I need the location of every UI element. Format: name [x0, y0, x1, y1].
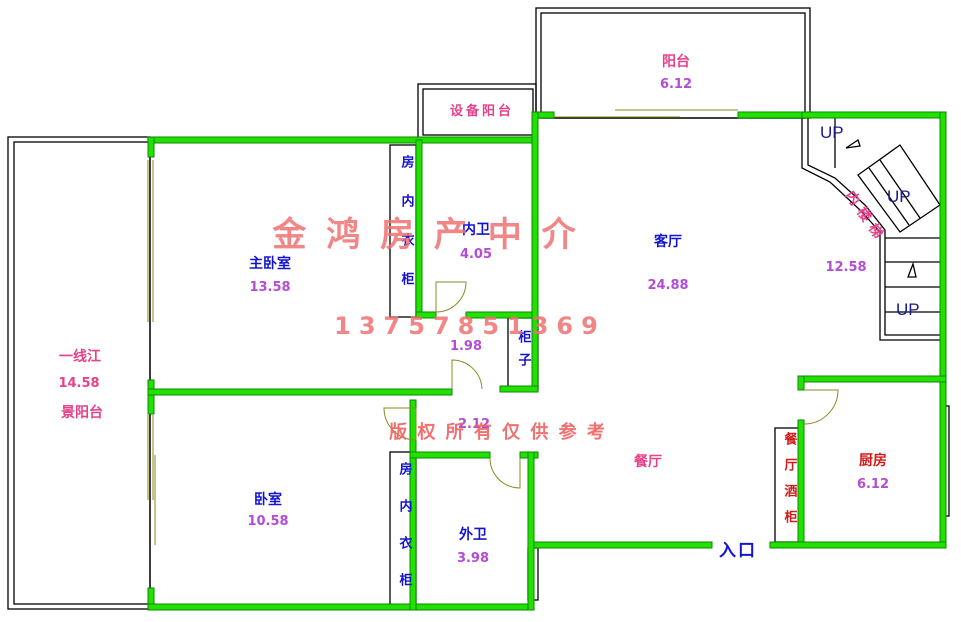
watermark-company: 金 鸿 房 产 中 介 — [271, 215, 579, 255]
hall-small-area: 2.12 — [458, 417, 490, 432]
thin-walls — [7, 7, 950, 610]
wall-kitchen-left — [797, 419, 805, 549]
outer-bath-area: 3.98 — [457, 551, 489, 566]
wall-right — [939, 111, 947, 549]
stair-up-label-3: UP — [896, 300, 920, 319]
inner-bath-door — [435, 281, 467, 313]
wall-kitchen-top — [797, 375, 947, 383]
river-balcony-inner-outline — [13, 141, 151, 605]
river-balcony-line2: 景阳台 — [61, 404, 103, 421]
wall-left-top — [147, 136, 155, 158]
equipment-balcony-name: 设备阳台 — [450, 103, 514, 119]
master-bedroom-name: 主卧室 — [249, 255, 291, 272]
wall-outer-bath-left — [409, 399, 417, 611]
living-room-name: 客厅 — [653, 233, 682, 250]
inner-stair-area: 12.58 — [825, 260, 866, 275]
wall-top-bedroom — [147, 136, 539, 144]
bedroom-area: 10.58 — [247, 514, 288, 529]
wardrobe-1-label: 房内衣柜 — [399, 154, 416, 311]
wall-outer-bath-top-left — [409, 451, 491, 459]
balcony-top-name: 阳台 — [662, 53, 690, 70]
staircase — [801, 118, 941, 341]
kitchen-area: 6.12 — [857, 477, 889, 492]
cabinet-label: 柜子 — [516, 329, 533, 376]
wall-left-mid — [147, 379, 155, 415]
river-balcony-area: 14.58 — [58, 376, 99, 391]
balcony-top-area: 6.12 — [660, 77, 692, 92]
watermark-disclaimer: 版 权 所 有 仅 供 参 考 — [389, 421, 607, 443]
bedroom-door — [383, 407, 417, 441]
corridor-door — [451, 359, 483, 390]
wine-cabinet-label: 餐厅酒柜 — [782, 431, 799, 536]
wall-kitchen-top-stub — [797, 375, 805, 391]
wall-bedroom-divider — [147, 388, 453, 396]
river-balcony-line1: 一线江 — [59, 348, 101, 365]
windows — [147, 109, 738, 545]
wall-top-living-right — [737, 111, 811, 119]
outer-bath-door — [489, 457, 521, 489]
living-room-area: 24.88 — [647, 278, 688, 293]
wall-cabinet-bottom — [499, 385, 539, 393]
wardrobe-2-label: 房内衣柜 — [397, 461, 414, 610]
wall-bottom — [147, 603, 535, 611]
main-walls — [147, 111, 947, 611]
dining-room-name: 餐厅 — [633, 453, 662, 470]
inner-bath-area: 4.05 — [460, 247, 492, 262]
stair-up-label-1: UP — [820, 123, 844, 142]
wall-top-living-stub — [537, 111, 555, 119]
wall-inner-bath-bottom-left — [415, 311, 437, 319]
kitchen-door — [803, 389, 839, 425]
doors — [383, 281, 839, 489]
entrance-label: 入口 — [719, 541, 757, 561]
watermark-phone: 13757851369 — [334, 312, 606, 340]
inner-stair-name: 内楼梯 — [842, 188, 890, 247]
master-bedroom-area: 13.58 — [249, 280, 290, 295]
kitchen-name: 厨房 — [859, 452, 887, 469]
wall-entrance-left — [533, 541, 713, 549]
wall-stair-top — [801, 111, 947, 119]
stair-up-label-2: UP — [887, 187, 911, 206]
inner-bath-name: 内卫 — [462, 221, 490, 238]
corridor-area: 1.98 — [450, 339, 482, 354]
wall-kitchen-bottom — [769, 541, 947, 549]
wall-outer-bath-right — [527, 451, 535, 611]
top-balcony-inner-outline — [540, 12, 806, 119]
bedroom-name: 卧室 — [254, 491, 282, 508]
river-balcony-outline — [7, 136, 151, 610]
outer-bath-name: 外卫 — [459, 526, 487, 543]
